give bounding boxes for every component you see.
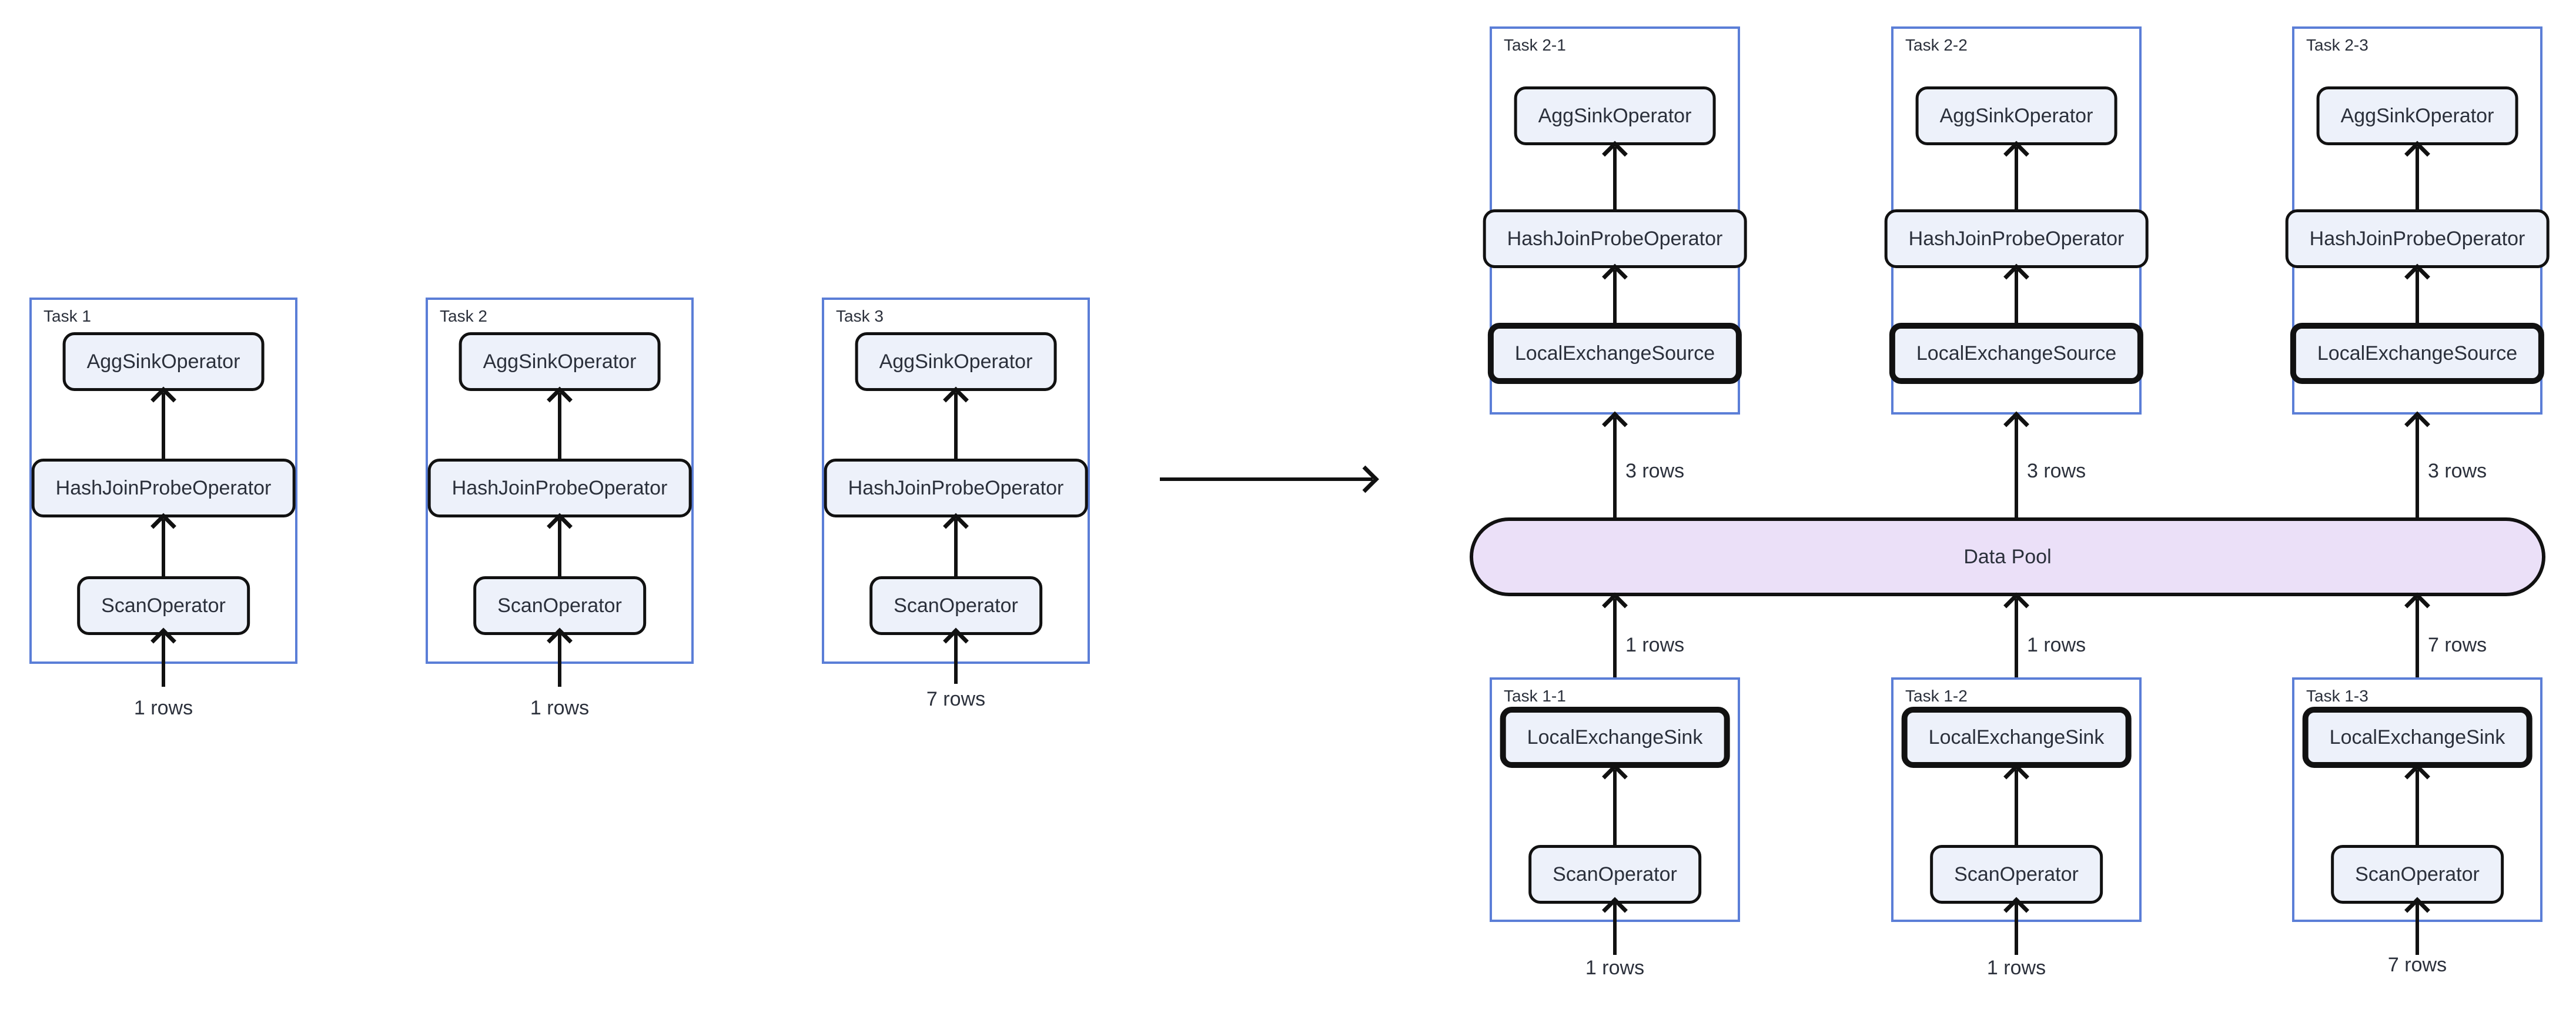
flow-arrow-up-icon bbox=[2015, 147, 2018, 209]
task-title: Task 2 bbox=[440, 307, 487, 325]
edge-label-input-rows: 1 rows bbox=[1986, 957, 2046, 979]
operator-node-localexchangesink: LocalExchangeSink bbox=[2302, 707, 2532, 768]
task-box-1: Task 1 AggSinkOperator HashJoinProbeOper… bbox=[29, 298, 297, 664]
operator-node-hashjoinprobe: HashJoinProbeOperator bbox=[1483, 209, 1747, 268]
input-flow-arrow-up-icon bbox=[558, 634, 561, 687]
task-box-2: Task 2 AggSinkOperator HashJoinProbeOper… bbox=[426, 298, 694, 664]
task-box-1-1: Task 1-1 LocalExchangeSink ScanOperator bbox=[1490, 677, 1740, 922]
task-title: Task 1 bbox=[44, 307, 91, 325]
operator-node-aggsink: AggSinkOperator bbox=[2316, 86, 2518, 145]
data-pool-label: Data Pool bbox=[1963, 545, 2052, 568]
flow-arrow-up-icon bbox=[1613, 770, 1617, 845]
operator-node-scan: ScanOperator bbox=[2331, 845, 2504, 904]
operator-node-hashjoinprobe: HashJoinProbeOperator bbox=[31, 459, 296, 517]
input-flow-arrow-up-icon bbox=[162, 634, 165, 687]
operator-node-aggsink: AggSinkOperator bbox=[459, 332, 661, 391]
input-flow-arrow-up-icon bbox=[2015, 903, 2018, 955]
flow-arrow-up-icon bbox=[558, 519, 561, 576]
flow-arrow-up-icon bbox=[162, 519, 165, 576]
edge-label-input-rows: 1 rows bbox=[530, 697, 590, 719]
flow-arrow-up-icon bbox=[162, 393, 165, 459]
task-box-2-2: Task 2-2 AggSinkOperator HashJoinProbeOp… bbox=[1884, 26, 2149, 415]
flow-arrow-up-icon bbox=[558, 393, 561, 459]
operator-node-localexchangesink: LocalExchangeSink bbox=[1500, 707, 1730, 768]
task-title: Task 1-3 bbox=[2306, 687, 2368, 705]
flow-arrow-up-icon bbox=[2416, 147, 2419, 209]
edge-label-pool-rows: 7 rows bbox=[2428, 634, 2487, 656]
flow-arrow-up-icon bbox=[2015, 270, 2018, 323]
task-title: Task 1-1 bbox=[1504, 687, 1566, 705]
pool-output-arrow-up-icon bbox=[1613, 417, 1617, 517]
pool-input-arrow-up-icon bbox=[1613, 599, 1617, 677]
edge-label-pool-rows: 3 rows bbox=[2027, 460, 2086, 482]
operator-node-localexchangesource: LocalExchangeSource bbox=[2290, 323, 2545, 384]
input-flow-arrow-up-icon bbox=[2416, 903, 2419, 955]
operator-node-localexchangesource: LocalExchangeSource bbox=[1889, 323, 2144, 384]
flow-arrow-up-icon bbox=[954, 393, 958, 459]
edge-label-pool-rows: 1 rows bbox=[1625, 634, 1685, 656]
task-title: Task 2-1 bbox=[1504, 36, 1566, 54]
flow-arrow-up-icon bbox=[2416, 270, 2419, 323]
input-flow-arrow-up-icon bbox=[1613, 903, 1617, 955]
operator-node-hashjoinprobe: HashJoinProbeOperator bbox=[824, 459, 1088, 517]
flow-arrow-up-icon bbox=[1613, 270, 1617, 323]
task-title: Task 1-2 bbox=[1905, 687, 1968, 705]
operator-node-hashjoinprobe: HashJoinProbeOperator bbox=[2285, 209, 2550, 268]
edge-label-pool-rows: 1 rows bbox=[2027, 634, 2086, 656]
task-box-3: Task 3 AggSinkOperator HashJoinProbeOper… bbox=[822, 298, 1090, 664]
pool-input-arrow-up-icon bbox=[2015, 599, 2018, 677]
operator-node-scan: ScanOperator bbox=[1930, 845, 2103, 904]
flow-arrow-up-icon bbox=[954, 519, 958, 576]
operator-node-scan: ScanOperator bbox=[1528, 845, 1701, 904]
pool-input-arrow-up-icon bbox=[2416, 599, 2419, 677]
operator-node-scan: ScanOperator bbox=[869, 576, 1042, 635]
task-box-1-3: Task 1-3 LocalExchangeSink ScanOperator bbox=[2292, 677, 2542, 922]
pool-output-arrow-up-icon bbox=[2015, 417, 2018, 517]
pool-output-arrow-up-icon bbox=[2416, 417, 2419, 517]
edge-label-pool-rows: 3 rows bbox=[1625, 460, 1685, 482]
input-flow-arrow-up-icon bbox=[954, 634, 958, 684]
transform-arrow-right-icon bbox=[1160, 477, 1373, 481]
operator-node-hashjoinprobe: HashJoinProbeOperator bbox=[1884, 209, 2149, 268]
flow-arrow-up-icon bbox=[1613, 147, 1617, 209]
operator-node-hashjoinprobe: HashJoinProbeOperator bbox=[427, 459, 692, 517]
data-pool-node: Data Pool bbox=[1470, 517, 2545, 596]
flow-arrow-up-icon bbox=[2416, 770, 2419, 845]
task-title: Task 2-2 bbox=[1905, 36, 1968, 54]
edge-label-input-rows: 1 rows bbox=[1585, 957, 1645, 979]
edge-label-input-rows: 7 rows bbox=[926, 688, 986, 710]
task-box-2-3: Task 2-3 AggSinkOperator HashJoinProbeOp… bbox=[2285, 26, 2550, 415]
operator-node-aggsink: AggSinkOperator bbox=[62, 332, 265, 391]
task-title: Task 3 bbox=[836, 307, 884, 325]
operator-node-aggsink: AggSinkOperator bbox=[1514, 86, 1716, 145]
edge-label-input-rows: 7 rows bbox=[2387, 954, 2447, 976]
operator-node-scan: ScanOperator bbox=[77, 576, 250, 635]
operator-node-aggsink: AggSinkOperator bbox=[1915, 86, 2117, 145]
task-title: Task 2-3 bbox=[2306, 36, 2368, 54]
operator-node-aggsink: AggSinkOperator bbox=[855, 332, 1057, 391]
task-box-2-1: Task 2-1 AggSinkOperator HashJoinProbeOp… bbox=[1483, 26, 1747, 415]
task-box-1-2: Task 1-2 LocalExchangeSink ScanOperator bbox=[1891, 677, 2142, 922]
edge-label-input-rows: 1 rows bbox=[133, 697, 193, 719]
edge-label-pool-rows: 3 rows bbox=[2428, 460, 2487, 482]
operator-node-scan: ScanOperator bbox=[473, 576, 646, 635]
flow-arrow-up-icon bbox=[2015, 770, 2018, 845]
operator-node-localexchangesource: LocalExchangeSource bbox=[1487, 323, 1742, 384]
operator-node-localexchangesink: LocalExchangeSink bbox=[1901, 707, 2132, 768]
